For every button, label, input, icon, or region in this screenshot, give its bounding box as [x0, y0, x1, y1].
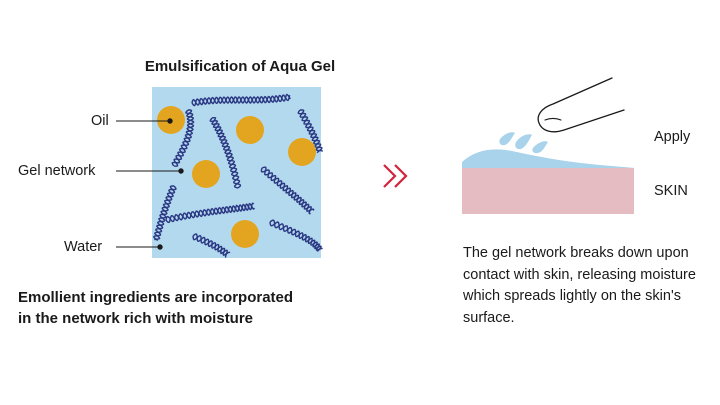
oil-leader-dot — [167, 118, 173, 124]
gel-network-label: Gel network — [18, 163, 96, 179]
droplet — [515, 134, 532, 150]
oil-droplet — [288, 138, 316, 166]
gel-network-strands — [152, 93, 324, 258]
water-leader-dot — [157, 244, 163, 250]
finger-icon — [537, 77, 625, 133]
gel-leader-dot — [178, 168, 184, 174]
right-description: The gel network breaks down upon contact… — [463, 245, 696, 326]
skin-label: SKIN — [654, 183, 688, 199]
gel-strand — [191, 93, 291, 107]
apply-label: Apply — [654, 129, 691, 145]
double-chevron-right-icon — [383, 164, 408, 188]
left-caption: Emollient ingredients are incorporated i… — [18, 287, 348, 329]
gel-strand — [269, 219, 322, 252]
oil-droplets — [157, 106, 316, 248]
oil-label: Oil — [91, 113, 109, 129]
oil-droplet — [192, 160, 220, 188]
left-caption-line2: in the network rich with moisture — [18, 310, 254, 327]
gel-strand — [152, 185, 176, 242]
droplet — [532, 141, 548, 154]
water-droplet-icon — [499, 132, 548, 154]
skin-layer — [462, 168, 634, 214]
gel-strand — [171, 109, 195, 167]
gel-strand — [165, 202, 255, 223]
fingernail — [544, 117, 562, 121]
gel-strand — [261, 166, 312, 215]
gel-strand — [154, 185, 177, 241]
water-label: Water — [64, 239, 103, 255]
gel-strand — [191, 94, 291, 106]
diagram-title: Emulsification of Aqua Gel — [144, 58, 336, 75]
oil-droplet — [231, 220, 259, 248]
oil-droplet — [236, 116, 264, 144]
droplet — [499, 132, 515, 146]
gel-strand — [299, 109, 324, 152]
gel-strand — [192, 233, 231, 256]
gel-strand — [211, 117, 241, 189]
leader-lines — [116, 118, 184, 250]
left-caption-line1: Emollient ingredients are incorporated — [18, 289, 294, 306]
gel-layer — [462, 149, 634, 168]
